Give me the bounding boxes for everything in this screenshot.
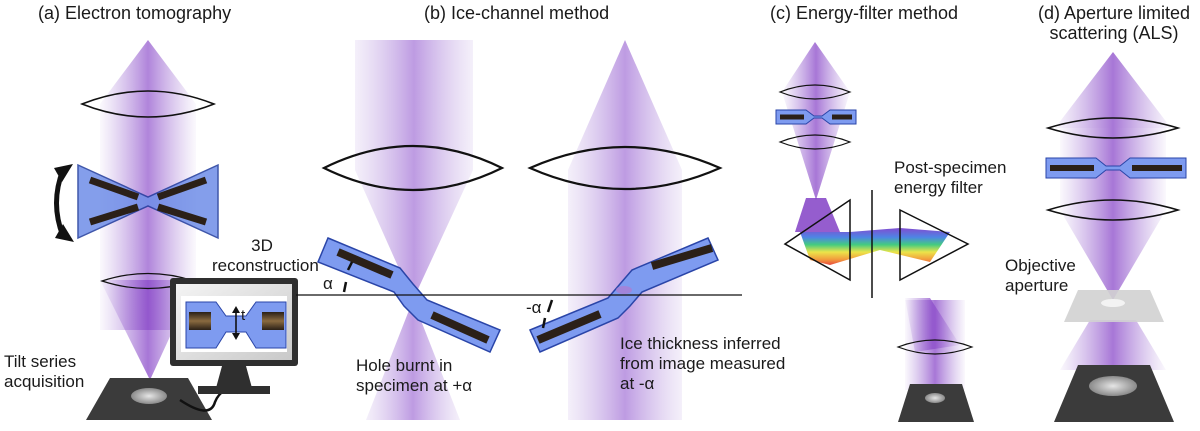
- lens-icon: [527, 145, 723, 191]
- prism-icon: [899, 208, 970, 282]
- reconstruction-line-1: 3D: [251, 236, 273, 255]
- panel-a-title: (a) Electron tomography: [38, 3, 232, 23]
- filter-line-1: Post-specimen: [894, 158, 1007, 177]
- objective-aperture-label: Objective aperture: [1005, 256, 1076, 296]
- beam-upper: [355, 40, 473, 170]
- aperture-line-1: Objective: [1005, 256, 1076, 275]
- panel-d: [1045, 52, 1187, 422]
- reconstruction-line-2: reconstruction: [212, 256, 319, 275]
- inferred-line-2: from image measured: [620, 354, 786, 373]
- lens-icon: [79, 90, 217, 118]
- beam-upper: [100, 40, 196, 330]
- beam-cone-down: [1055, 52, 1171, 128]
- panel-d-title-line-2: scattering (ALS): [1049, 23, 1179, 43]
- angle-negative-label: -α: [526, 298, 542, 317]
- specimen: [775, 109, 857, 125]
- angle-tick: [346, 261, 354, 271]
- panel-a: [54, 40, 298, 420]
- beam-cone-down: [1060, 210, 1166, 300]
- tilt-line-2: acquisition: [4, 372, 85, 391]
- hole-line-2: specimen at +α: [356, 376, 473, 395]
- reconstruction-label: 3D reconstruction: [212, 236, 319, 276]
- angle-tick: [342, 281, 348, 293]
- beam-cone-down: [782, 42, 850, 92]
- beam-to-prism: [795, 198, 840, 232]
- panel-d-title-line-1: (d) Aperture limited: [1037, 3, 1191, 23]
- angle-tick: [546, 299, 554, 313]
- lens-icon: [321, 144, 505, 192]
- lens-icon: [1045, 199, 1181, 221]
- lens-icon: [896, 339, 974, 355]
- lens-icon: [778, 134, 852, 150]
- filter-line-2: energy filter: [894, 178, 983, 197]
- panel-d-title: (d) Aperture limited scattering (ALS): [1030, 3, 1198, 43]
- monitor-icon: [170, 278, 298, 394]
- hole-line-1: Hole burnt in: [356, 356, 453, 375]
- beam-cone-up: [568, 40, 682, 170]
- detector-icon: [86, 378, 212, 420]
- beam-lower: [1060, 320, 1166, 370]
- detector-icon: [898, 384, 974, 422]
- beam-cone-up: [366, 300, 460, 420]
- specimen: [1045, 157, 1187, 179]
- aperture-line-2: aperture: [1005, 276, 1069, 295]
- tilt-series-label: Tilt series acquisition: [4, 352, 84, 392]
- prism-icon: [783, 198, 851, 282]
- inferred-line-3: at -α: [620, 374, 655, 393]
- lens-icon: [778, 84, 852, 100]
- panel-c: [775, 42, 974, 422]
- inferred-line-1: Ice thickness inferred: [620, 334, 781, 353]
- energy-filter-label: Post-specimen energy filter: [894, 158, 1006, 198]
- panel-b-title: (b) Ice-channel method: [424, 3, 610, 23]
- beam-cone-down: [355, 170, 473, 300]
- thickness-label: t: [241, 307, 246, 324]
- tilt-arrow-icon: [54, 164, 74, 242]
- dispersed-spectrum: [800, 228, 950, 265]
- panel-c-title: (c) Energy-filter method: [770, 3, 959, 23]
- ice-thickness-label: Ice thickness inferred from image measur…: [620, 334, 785, 394]
- detector-icon: [1054, 365, 1174, 422]
- angle-tick: [541, 317, 547, 329]
- lens-icon: [1045, 117, 1181, 139]
- beam-lower: [905, 300, 965, 390]
- tilted-specimen: [77, 163, 219, 240]
- hole-burnt-label: Hole burnt in specimen at +α: [356, 356, 472, 396]
- panel-b: [296, 40, 742, 420]
- aperture-plate-icon: [1064, 290, 1164, 322]
- tilt-line-1: Tilt series: [4, 352, 77, 371]
- angle-positive-label: α: [323, 274, 333, 293]
